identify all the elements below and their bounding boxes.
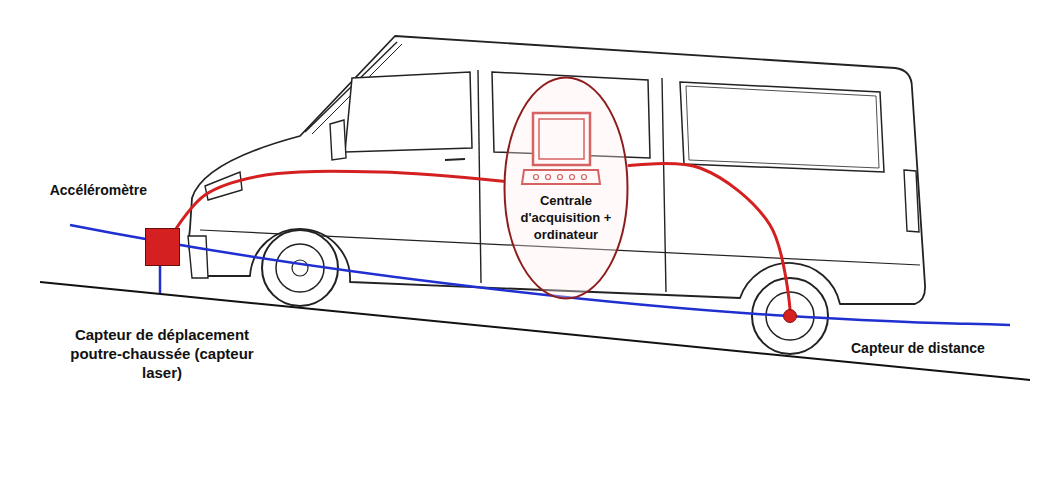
acquisition-unit-ellipse: Centrale d'acquisition + ordinateur bbox=[503, 76, 629, 300]
mirror bbox=[330, 120, 346, 160]
ellipse-outline bbox=[503, 76, 629, 300]
distance-sensor-dot: Capteur de distance bbox=[783, 309, 797, 323]
front-wheel bbox=[276, 244, 324, 292]
node-label: Capteur de distance bbox=[851, 339, 985, 357]
node-label: Centrale d'acquisition + ordinateur bbox=[516, 192, 616, 243]
rear-window bbox=[680, 82, 884, 172]
ellipse-outline bbox=[505, 78, 628, 299]
door-line bbox=[478, 70, 481, 283]
rear-light bbox=[904, 170, 919, 232]
accelerometer-box: Accéléromètre bbox=[145, 228, 180, 266]
front-bumper bbox=[188, 236, 208, 278]
door-line bbox=[662, 78, 666, 292]
signal-cable bbox=[629, 164, 790, 309]
signal-cable bbox=[177, 171, 504, 228]
door-handle bbox=[445, 159, 465, 160]
node-label: Accéléromètre bbox=[50, 181, 147, 199]
door-window bbox=[345, 72, 472, 152]
rear-wheel bbox=[752, 278, 828, 354]
laser-sensor-label: Capteur de déplacement poutre-chaussée (… bbox=[70, 325, 254, 382]
rear-window bbox=[686, 86, 879, 168]
laser-beam bbox=[159, 266, 162, 293]
